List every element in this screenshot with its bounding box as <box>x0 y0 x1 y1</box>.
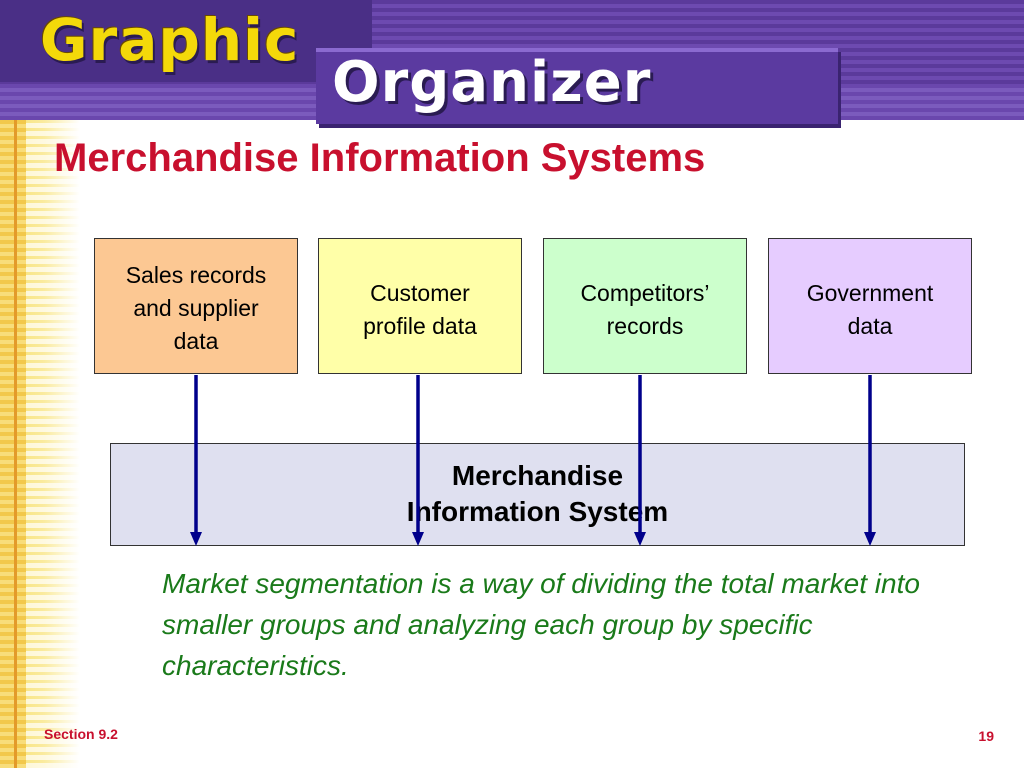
left-decorative-rail <box>0 120 26 768</box>
source-box-customer-profile: Customer profile data <box>318 238 522 374</box>
system-box <box>110 443 965 546</box>
header-word-graphic: Graphic <box>40 6 300 74</box>
arrow-sales-to-system <box>190 375 202 546</box>
arrow-competitors-to-system <box>634 375 646 546</box>
caption-text: Market segmentation is a way of dividing… <box>162 568 920 681</box>
organizer-tab <box>316 48 838 124</box>
arrow-government-to-system <box>864 375 876 546</box>
source-box-competitors-records: Competitors’ records <box>543 238 747 374</box>
header-word-organizer: Organizer <box>332 50 652 115</box>
left-rail-line <box>14 120 17 768</box>
graphic-tab <box>0 0 372 82</box>
slide-title: Merchandise Information Systems <box>54 136 706 180</box>
section-label: Section 9.2 <box>44 726 118 742</box>
source-box-sales-records: Sales records and supplier data <box>94 238 298 374</box>
source-box-government-data: Government data <box>768 238 972 374</box>
arrow-customer-to-system <box>412 375 424 546</box>
page-number: 19 <box>978 728 994 744</box>
system-box-label: Merchandise Information System <box>406 460 669 527</box>
